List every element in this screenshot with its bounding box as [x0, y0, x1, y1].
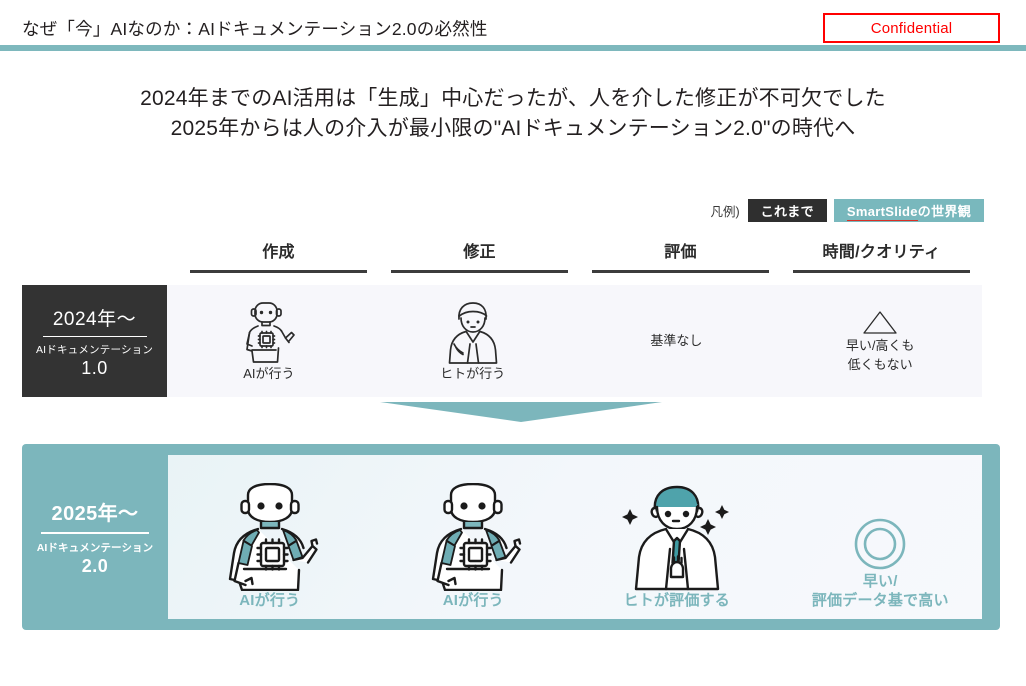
cell-2025-evaluate-label: ヒトが評価する	[623, 591, 730, 609]
cell-2025-create: AIが行う	[168, 455, 372, 619]
era-panel-2025: AIが行う	[168, 455, 982, 619]
column-header-row: 作成 修正 評価 時間/クオリティ	[178, 238, 982, 273]
column-header-create: 作成	[178, 238, 379, 273]
legend-chip-smartslide: SmartSlideの世界観	[833, 199, 984, 222]
era-badge-2024-subtitle: AIドキュメンテーション	[35, 343, 154, 356]
robot-color-icon	[214, 479, 326, 591]
flow-arrow-down-icon	[380, 402, 662, 422]
legend-chip-smartslide-label: SmartSlideの世界観	[846, 204, 971, 221]
subtitle-block: 2024年までのAI活用は「生成」中心だったが、人を介した修正が不可欠でした 2…	[0, 84, 1026, 144]
cell-2024-create: AIが行う	[167, 285, 371, 397]
era-badge-2025-subtitle: AIドキュメンテーション	[36, 542, 154, 554]
cell-2025-time-quality: 早い/ 評価データ基で高い	[779, 455, 983, 619]
column-header-revise: 修正	[379, 238, 580, 273]
cell-2024-evaluate: 基準なし	[575, 285, 779, 397]
era-badge-2025-version: 2.0	[81, 556, 109, 576]
column-header-time-quality-label: 時間/クオリティ	[822, 244, 941, 261]
cell-2024-time-quality-label-2: 低くもない	[847, 356, 913, 372]
era-badge-2025: 2025年〜 AIドキュメンテーション 2.0	[22, 444, 168, 630]
era-badge-2024: 2024年〜 AIドキュメンテーション 1.0	[22, 285, 167, 397]
era-badge-2024-version: 1.0	[81, 357, 108, 378]
cell-2024-revise-label: ヒトが行う	[440, 365, 506, 381]
column-header-time-quality: 時間/クオリティ	[781, 238, 982, 273]
era-badge-2025-divider	[41, 532, 149, 534]
era-row-2025: 2025年〜 AIドキュメンテーション 2.0	[22, 444, 1000, 630]
header-accent-rule	[0, 45, 1026, 51]
confidential-label: Confidential	[870, 19, 953, 37]
era-badge-2024-year: 2024年〜	[52, 308, 137, 330]
cell-2025-evaluate: ヒトが評価する	[575, 455, 779, 619]
era-panel-2024: AIが行う	[167, 285, 982, 397]
cell-2025-revise-label: AIが行う	[442, 591, 504, 609]
subtitle-line-2: 2025年からは人の介入が最小限の"AIドキュメンテーション2.0"の時代へ	[170, 116, 856, 140]
cell-2024-create-label: AIが行う	[243, 365, 295, 381]
column-header-revise-label: 修正	[463, 244, 496, 261]
subtitle-line-1: 2024年までのAI活用は「生成」中心だったが、人を介した修正が不可欠でした	[140, 87, 886, 110]
person-sparkle-icon	[618, 479, 736, 591]
column-header-evaluate: 評価	[580, 238, 781, 273]
cell-2025-create-label: AIが行う	[239, 591, 301, 609]
cell-2024-evaluate-label: 基準なし	[650, 332, 703, 348]
triangle-outline-icon	[860, 309, 900, 336]
cell-2024-time-quality: 早い/高くも 低くもない	[778, 285, 982, 397]
confidential-badge: Confidential	[823, 13, 1000, 43]
legend: 凡例) これまで SmartSlideの世界観	[710, 199, 984, 222]
double-circle-icon	[852, 480, 908, 572]
column-header-create-label: 作成	[262, 244, 295, 261]
person-outline-icon	[442, 300, 504, 364]
cell-2024-revise: ヒトが行う	[371, 285, 575, 397]
era-badge-2025-year: 2025年〜	[51, 503, 139, 525]
column-header-evaluate-label: 評価	[664, 244, 697, 261]
cell-2024-time-quality-label-1: 早い/高くも	[845, 337, 915, 353]
robot-outline-icon	[236, 300, 302, 364]
page-title: なぜ「今」AIなのか：AIドキュメンテーション2.0の必然性	[22, 19, 488, 39]
cell-2025-time-quality-label-1: 早い/	[862, 572, 898, 590]
era-row-2024: 2024年〜 AIドキュメンテーション 1.0	[22, 285, 982, 397]
cell-2025-time-quality-label-2: 評価データ基で高い	[811, 591, 949, 609]
robot-color-icon	[417, 479, 529, 591]
legend-prefix: 凡例)	[710, 205, 740, 219]
legend-chip-past: これまで	[747, 199, 827, 222]
era-badge-2024-divider	[42, 335, 147, 337]
cell-2025-revise: AIが行う	[372, 455, 576, 619]
slide-header: なぜ「今」AIなのか：AIドキュメンテーション2.0の必然性 Confident…	[0, 0, 1026, 51]
